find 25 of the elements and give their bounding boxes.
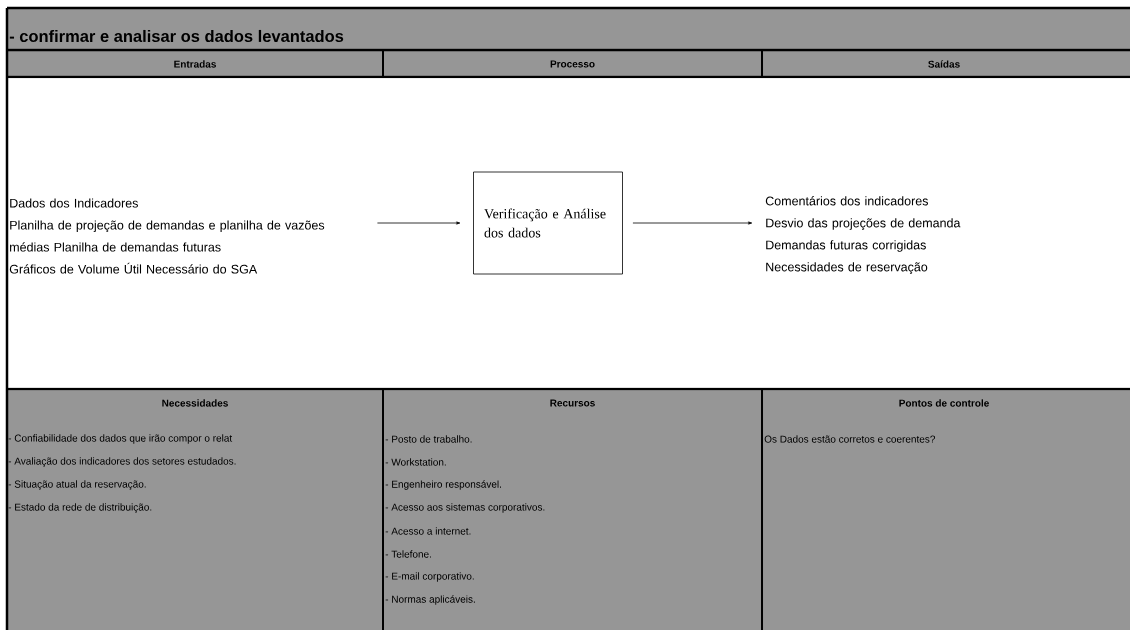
column-header: Processo [550,60,595,68]
column-header: Recursos [550,399,595,407]
input-list: Dados dos Indicadores Planilha de projeção de demandas e planilha de vazões médias Planilha de demandas futuras Gráficos de Volume Útil Necessário do SGA [9,198,325,274]
list-item: - Engenheiro responsável. [385,480,501,490]
column-header: Necessidades [162,399,228,407]
list-item: - Normas aplicáveis. [385,595,475,605]
list-item: - Estado da rede de distribuição. [8,503,152,513]
list-item: - Posto de trabalho. [385,435,472,443]
arrow [632,221,753,225]
arrow [377,221,461,225]
list-item: - Confiabilidade dos dados que irão compor o relat [8,434,233,444]
column-header: Entradas [174,60,216,68]
list-item: - Avaliação dos indicadores dos setores estudados. [8,457,236,467]
process-box: Verificação e Análise dos dados [473,171,623,275]
column-header: Saídas [928,60,960,68]
list-item: - E-mail corporativo. [385,572,474,582]
output-list: Comentários dos indicadores Desvio das projeções de demanda Demandas futuras corrigidas Necessidades de reservação [765,196,961,274]
column-header: Pontos de controle [899,399,989,407]
list-item: - Telefone. [385,550,431,558]
list-item: - Situação atual da reservação. [8,480,146,490]
list-item: - Workstation. [385,458,446,466]
question-text: Os Dados estão corretos e coerentes? [764,435,935,443]
list-item: - Acesso aos sistemas corporativos. [385,503,545,513]
title-text: - confirmar e analisar os dados levantados [9,29,344,43]
list-item: - Acesso a internet. [385,527,471,535]
